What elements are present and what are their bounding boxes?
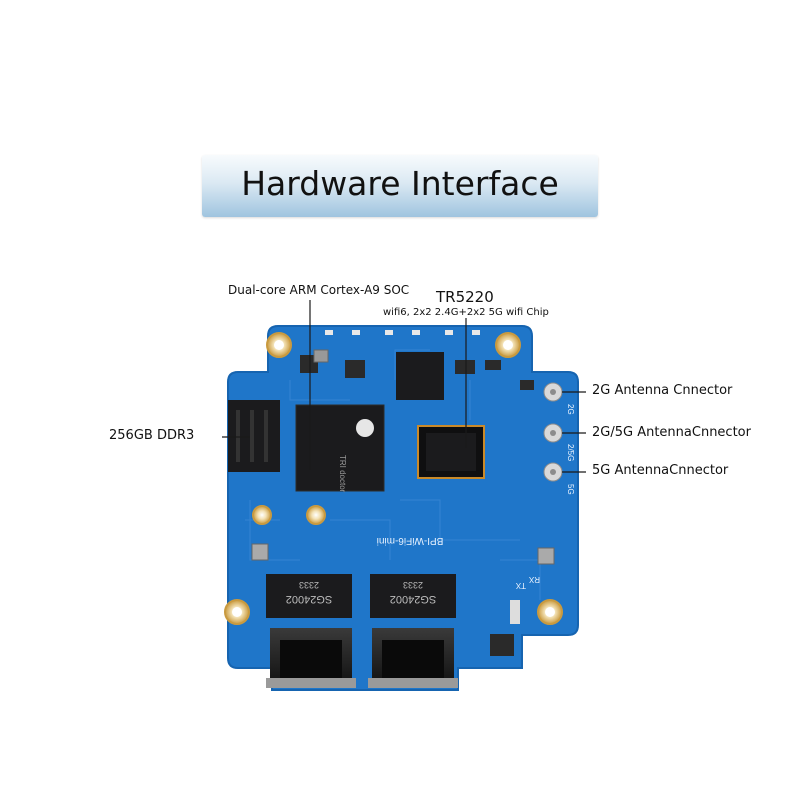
magjack-1: SG24002 2333	[266, 574, 352, 618]
small-chip-top-mid	[345, 360, 365, 378]
antenna-connector-5g	[543, 462, 563, 482]
antenna-connector-2g	[543, 382, 563, 402]
silk-5g: 5G	[566, 484, 575, 495]
page-title: Hardware Interface	[241, 164, 559, 203]
callout-lines	[222, 300, 586, 473]
silk-rx: RX	[528, 575, 540, 584]
label-soc: Dual-core ARM Cortex-A9 SOC	[228, 283, 410, 297]
silk-tx: TX	[515, 581, 526, 590]
soc-chip: TRI doctor	[295, 404, 385, 493]
board-name-silk: BPI-WiFi6-mini	[377, 535, 444, 546]
magjack-2: SG24002 2333	[370, 574, 456, 618]
soc-marking: TRI doctor	[338, 455, 347, 493]
label-2g-antenna: 2G Antenna Cnnector	[592, 383, 733, 398]
pcb-traces	[245, 349, 541, 600]
rj45-port-2	[368, 628, 458, 688]
header-pins	[510, 600, 520, 624]
magjack-1-label: SG24002	[286, 593, 332, 605]
ddr-chip	[228, 400, 280, 472]
antenna-connector-2g5g	[543, 423, 563, 443]
inductor-left	[251, 543, 269, 561]
inductor-top	[313, 349, 329, 363]
magjack-1-code: 2333	[299, 580, 319, 590]
magjack-2-label: SG24002	[390, 593, 436, 605]
title-banner: Hardware Interface	[202, 155, 598, 217]
label-ddr: 256GB DDR3	[109, 428, 195, 443]
usb-chip	[490, 634, 514, 656]
silk-2g5g: 2/5G	[566, 444, 575, 461]
led-row	[325, 330, 480, 335]
magjack-2-code: 2333	[403, 580, 423, 590]
wifi-chip	[417, 425, 485, 479]
rj45-port-1	[266, 628, 356, 688]
silk-2g: 2G	[566, 404, 575, 415]
label-5g-antenna: 5G AntennaCnnector	[592, 463, 729, 478]
small-ics	[455, 360, 534, 390]
flash-chip	[396, 352, 444, 400]
label-wifi-desc: wifi6, 2x2 2.4G+2x2 5G wifi Chip	[383, 307, 549, 318]
label-2g5g-antenna: 2G/5G AntennaCnnector	[592, 425, 751, 440]
label-wifi-chip: TR5220	[436, 288, 494, 306]
inductor-right	[537, 547, 555, 565]
mounting-holes	[224, 332, 563, 625]
